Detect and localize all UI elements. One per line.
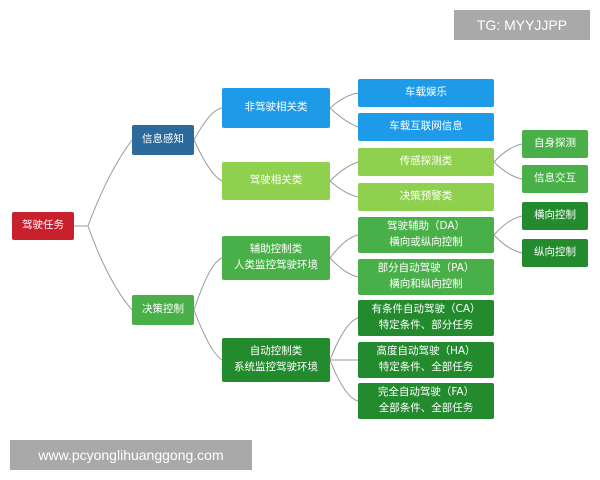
node-label: 决策预警类 (399, 190, 453, 203)
node-label: 车载互联网信息 (389, 120, 463, 133)
node-label-line2: 特定条件、部分任务 (378, 319, 474, 331)
node-decision-control: 决策控制 (132, 295, 194, 325)
node-label-line1: 驾驶辅助（DA） (386, 220, 466, 233)
watermark-tag-text: TG: MYYJJPP (476, 17, 568, 33)
node-label: 纵向控制 (534, 246, 576, 259)
connector (329, 161, 359, 182)
node-label: 决策控制 (142, 303, 184, 316)
node-label-line2: 人类监控驾驶环境 (234, 259, 318, 271)
node-label-line1: 部分自动驾驶（PA） (377, 262, 475, 275)
node-pa: 部分自动驾驶（PA） 横向和纵向控制 (358, 259, 494, 295)
node-info-exchange: 信息交互 (522, 165, 588, 193)
connector (493, 161, 523, 180)
node-label-line2: 特定条件、全部任务 (378, 361, 474, 373)
watermark-tag: TG: MYYJJPP (454, 10, 590, 40)
watermark-url: www.pcyonglihuanggong.com (10, 440, 252, 470)
connector (329, 92, 359, 109)
node-label-line2: 全部条件、全部任务 (378, 402, 474, 414)
node-label: 非驾驶相关类 (244, 101, 308, 114)
node-connected-info: 车载互联网信息 (358, 113, 494, 141)
node-label: 传感探测类 (399, 155, 453, 168)
node-longitudinal-control: 纵向控制 (522, 239, 588, 267)
connector (329, 359, 359, 402)
node-label-line2: 系统监控驾驶环境 (234, 361, 318, 373)
node-decision-warning: 决策预警类 (358, 183, 494, 211)
node-info-perception: 信息感知 (132, 125, 194, 155)
node-self-sensing: 自身探测 (522, 130, 588, 158)
node-driving-task: 驾驶任务 (12, 212, 74, 240)
connector (329, 317, 359, 361)
connector (87, 225, 133, 311)
connector (193, 107, 223, 141)
connector (74, 139, 133, 227)
node-label-line1: 完全自动驾驶（FA） (377, 386, 475, 399)
node-label-line1: 辅助控制类 (249, 243, 303, 256)
connector (493, 143, 523, 163)
node-auto-control: 自动控制类 系统监控驾驶环境 (222, 338, 330, 382)
connector (329, 107, 359, 128)
connector (493, 215, 523, 236)
node-infotainment: 车载娱乐 (358, 79, 494, 107)
node-fa: 完全自动驾驶（FA） 全部条件、全部任务 (358, 383, 494, 419)
connector (329, 234, 359, 259)
node-label-line2: 横向或纵向控制 (389, 236, 463, 248)
connector (329, 180, 359, 198)
connector (193, 257, 223, 311)
node-label: 车载娱乐 (405, 86, 447, 99)
node-label: 信息交互 (534, 172, 576, 185)
node-da: 驾驶辅助（DA） 横向或纵向控制 (358, 217, 494, 253)
connector (193, 309, 223, 361)
node-ca: 有条件自动驾驶（CA） 特定条件、部分任务 (358, 300, 494, 336)
node-label-line1: 自动控制类 (249, 345, 303, 358)
node-label-line1: 高度自动驾驶（HA） (376, 345, 476, 358)
watermark-url-text: www.pcyonglihuanggong.com (38, 447, 224, 463)
node-sensing: 传感探测类 (358, 148, 494, 176)
node-label: 横向控制 (534, 209, 576, 222)
node-assist-control: 辅助控制类 人类监控驾驶环境 (222, 236, 330, 280)
node-non-driving-related: 非驾驶相关类 (222, 88, 330, 128)
node-ha: 高度自动驾驶（HA） 特定条件、全部任务 (358, 342, 494, 378)
node-label: 信息感知 (142, 133, 184, 146)
node-driving-related: 驾驶相关类 (222, 162, 330, 200)
node-label: 驾驶相关类 (249, 174, 303, 187)
node-label: 自身探测 (534, 137, 576, 150)
node-label-line1: 有条件自动驾驶（CA） (371, 303, 481, 316)
connector (193, 139, 223, 182)
connector (329, 257, 359, 278)
node-lateral-control: 横向控制 (522, 202, 588, 230)
node-label: 驾驶任务 (22, 219, 64, 232)
connector (493, 234, 523, 254)
node-label-line2: 横向和纵向控制 (389, 278, 463, 290)
